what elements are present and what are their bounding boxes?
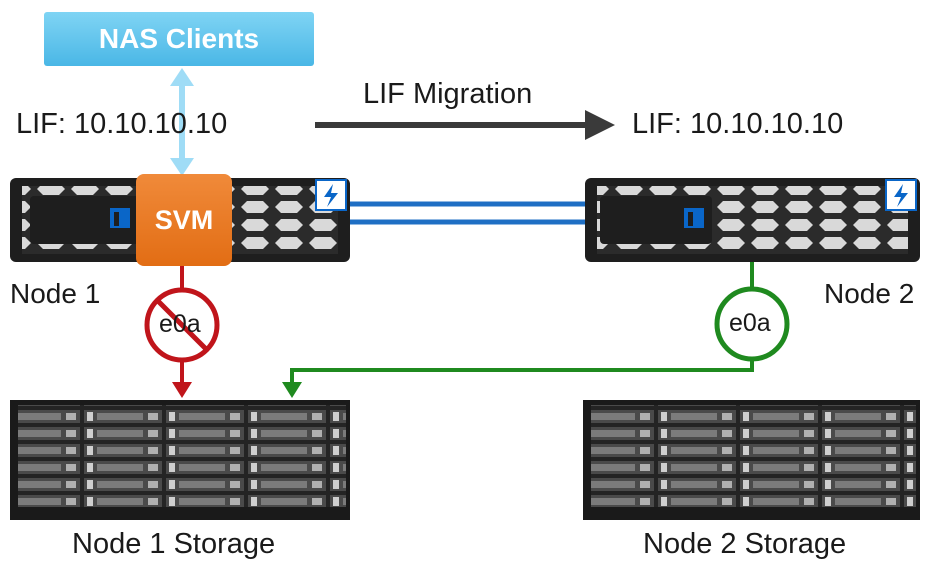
netapp-logo-icon <box>684 208 704 228</box>
lif-source-label: LIF: 10.10.10.10 <box>16 108 228 140</box>
node2-label: Node 2 <box>824 278 915 309</box>
flash-icon <box>885 179 917 211</box>
lif-target-label: LIF: 10.10.10.10 <box>632 108 844 140</box>
port-e0a-node2 <box>714 286 790 362</box>
svm-label: SVM <box>154 204 214 235</box>
node2-active-path <box>282 262 754 398</box>
nas-link-arrow <box>170 68 194 176</box>
node1-label: Node 1 <box>10 278 101 309</box>
node2-controller <box>585 178 920 262</box>
node2-storage-label: Node 2 Storage <box>643 528 847 560</box>
node1-storage-label: Node 1 Storage <box>72 528 276 560</box>
lif-migration-label: LIF Migration <box>363 78 533 110</box>
storage-shelf-2 <box>583 400 920 520</box>
storage-shelf-1 <box>10 400 350 520</box>
node1-disabled-path <box>172 266 192 398</box>
port-e0a-node2-label: e0a <box>729 309 771 337</box>
nas-clients-box: NAS Clients <box>44 12 314 66</box>
port-e0a-node1 <box>144 287 220 363</box>
cluster-interconnect <box>350 201 585 225</box>
port-e0a-node1-label: e0a <box>159 310 201 338</box>
svm-box: SVM <box>136 174 232 266</box>
netapp-logo-icon <box>110 208 130 228</box>
nas-clients-label: NAS Clients <box>98 23 260 54</box>
prohibited-icon <box>156 299 208 351</box>
migration-arrow <box>315 110 615 140</box>
